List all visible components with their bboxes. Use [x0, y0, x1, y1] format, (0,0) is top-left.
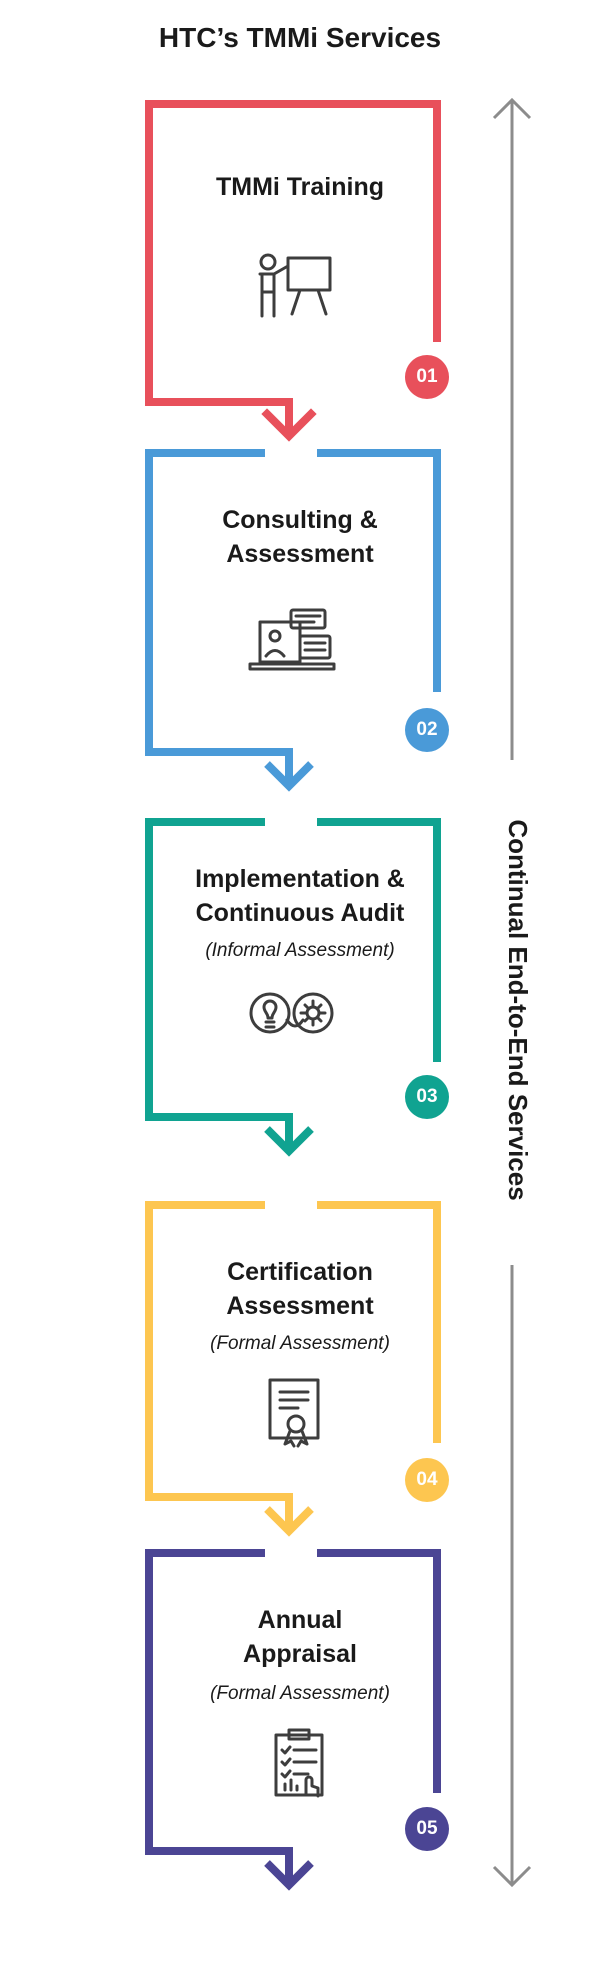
step-04-badge: [405, 1458, 449, 1502]
step-05-subtitle: (Formal Assessment): [210, 1683, 390, 1704]
presenter-board-icon: [258, 253, 332, 318]
step-03-number: 03: [416, 1086, 438, 1107]
certificate-icon: [268, 1378, 320, 1448]
step-01-badge: [405, 355, 449, 399]
timeline-arrow: [492, 97, 532, 1888]
step-02-number: 02: [416, 719, 438, 740]
step-01-frame: [145, 100, 441, 442]
step-02-title-line-1: Consulting &: [222, 506, 378, 534]
step-05-frame: [145, 1549, 441, 1891]
step-02-badge: [405, 708, 449, 752]
step-05-badge: [405, 1807, 449, 1851]
step-03-title-line-2: Continuous Audit: [195, 899, 405, 927]
page-title: HTC’s TMMi Services: [158, 22, 442, 53]
step-04-title-line-1: Certification: [227, 1258, 373, 1286]
step-03-title-line-1: Implementation &: [195, 865, 405, 893]
step-02-title-line-2: Assessment: [226, 540, 374, 568]
step-05-title-line-2: Appraisal: [243, 1640, 357, 1668]
consulting-laptop-chat-icon: [248, 608, 336, 671]
step-04-subtitle: (Formal Assessment): [210, 1333, 390, 1354]
step-05-number: 05: [416, 1818, 438, 1839]
step-03-badge: [405, 1075, 449, 1119]
timeline-label: Continual End-to-End Services: [503, 819, 533, 1201]
step-01-title: TMMi Training: [215, 173, 385, 201]
step-05-title-line-1: Annual: [257, 1606, 343, 1634]
step-04-title-line-2: Assessment: [226, 1292, 374, 1320]
clipboard-checklist-icon: [274, 1728, 324, 1798]
step-03-subtitle: (Informal Assessment): [205, 940, 395, 961]
step-04-number: 04: [416, 1469, 438, 1490]
step-04-frame: [145, 1201, 441, 1537]
step-01-number: 01: [416, 366, 438, 387]
idea-gear-cycle-icon: [249, 992, 334, 1034]
step-02-frame: [145, 449, 441, 792]
step-03-frame: [145, 818, 441, 1157]
